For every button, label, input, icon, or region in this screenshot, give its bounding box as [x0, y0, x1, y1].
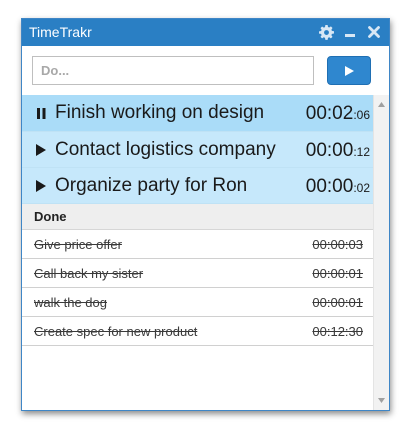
minimize-icon[interactable] — [341, 23, 359, 41]
active-task-row[interactable]: Finish working on design 00:02:06 — [22, 95, 373, 132]
task-entry-bar — [22, 46, 389, 95]
done-task-time: 00:00:03 — [312, 236, 363, 252]
title-bar[interactable]: TimeTrakr — [22, 19, 389, 46]
start-task-button[interactable] — [327, 56, 371, 85]
play-icon[interactable] — [31, 176, 51, 196]
done-task-row[interactable]: Call back my sister 00:00:01 — [22, 259, 373, 288]
task-name: Contact logistics company — [55, 138, 276, 160]
task-list[interactable]: Finish working on design 00:02:06 Contac… — [22, 95, 373, 410]
done-task-name: walk the dog — [34, 294, 107, 310]
done-task-name: Call back my sister — [34, 265, 144, 281]
task-timer: 00:00:02 — [305, 176, 370, 197]
window-title: TimeTrakr — [29, 24, 92, 40]
done-task-row[interactable]: Create spec for new product 00:12:30 — [22, 317, 373, 346]
task-input[interactable] — [32, 56, 314, 85]
task-timer: 00:00:12 — [305, 140, 370, 161]
play-icon[interactable] — [31, 140, 51, 160]
done-task-time: 00:00:01 — [312, 265, 363, 281]
done-task-time: 00:12:30 — [312, 323, 363, 339]
done-task-row[interactable]: walk the dog 00:00:01 — [22, 288, 373, 317]
done-section-header: Done — [22, 204, 373, 230]
close-icon[interactable] — [365, 23, 383, 41]
gear-icon[interactable] — [317, 23, 335, 41]
done-task-name: Create spec for new product — [34, 323, 198, 339]
task-name: Organize party for Ron — [55, 174, 248, 196]
task-timer: 00:02:06 — [305, 103, 370, 124]
active-task-row[interactable]: Organize party for Ron 00:00:02 — [22, 168, 373, 204]
vertical-scrollbar[interactable] — [373, 95, 389, 410]
task-name: Finish working on design — [55, 102, 265, 123]
scroll-down-arrow-icon[interactable] — [374, 393, 389, 408]
done-task-name: Give price offer — [34, 236, 122, 252]
done-task-time: 00:00:01 — [312, 294, 363, 310]
scroll-up-arrow-icon[interactable] — [374, 97, 389, 112]
active-task-row[interactable]: Contact logistics company 00:00:12 — [22, 132, 373, 168]
pause-icon[interactable] — [31, 103, 51, 123]
play-icon — [345, 65, 354, 76]
done-task-row[interactable]: Give price offer 00:00:03 — [22, 230, 373, 259]
timetrakr-window: TimeTrakr — [21, 18, 390, 411]
